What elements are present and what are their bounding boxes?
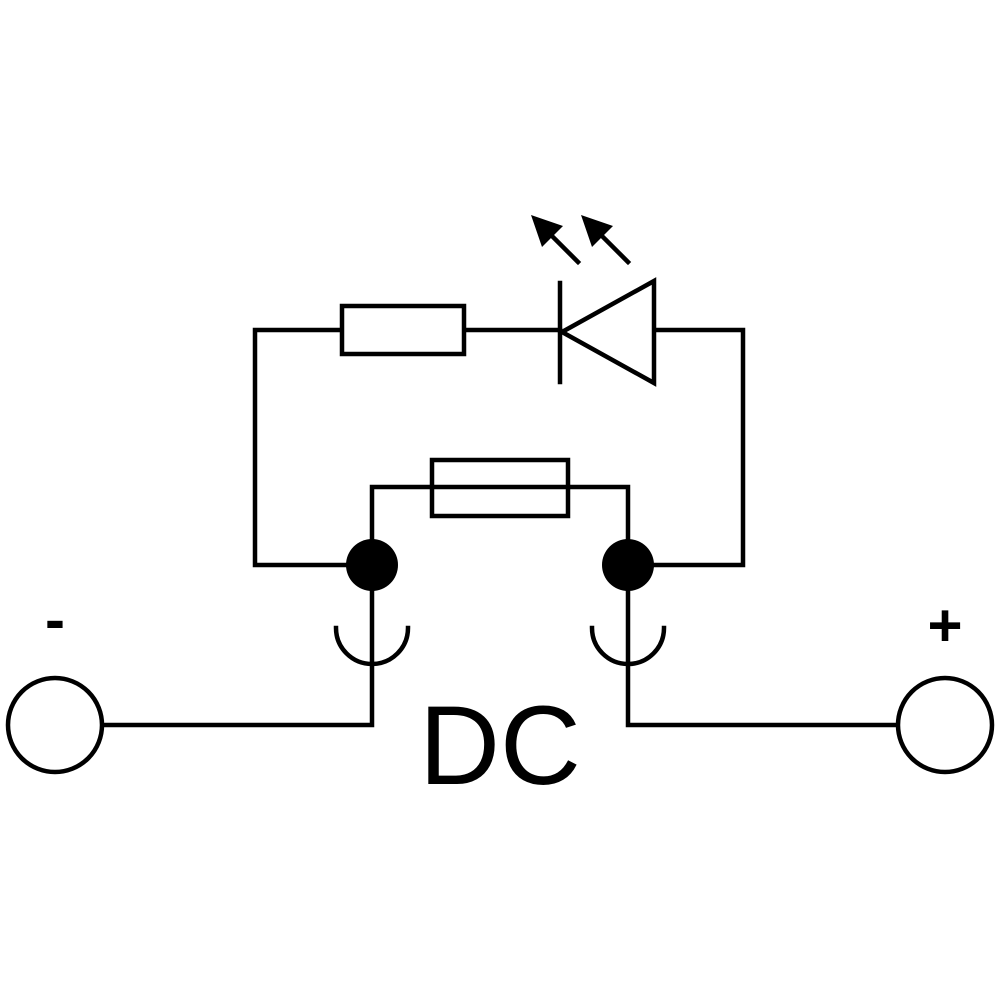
negative-terminal xyxy=(5,675,105,775)
indicator-branch-wire xyxy=(252,327,746,568)
positive-label: + xyxy=(927,592,962,659)
light-emission-arrows-icon xyxy=(531,215,632,266)
right-junction-node xyxy=(602,539,654,591)
left-junction-node xyxy=(346,539,398,591)
series-resistor xyxy=(339,303,467,357)
positive-terminal xyxy=(895,675,995,775)
led-triangle xyxy=(557,277,657,387)
led-indicator xyxy=(531,215,657,387)
negative-label: - xyxy=(45,586,65,653)
right-plug-connector xyxy=(589,588,902,728)
supply-type-label: DC xyxy=(419,683,581,808)
left-plug-connector xyxy=(100,588,411,728)
